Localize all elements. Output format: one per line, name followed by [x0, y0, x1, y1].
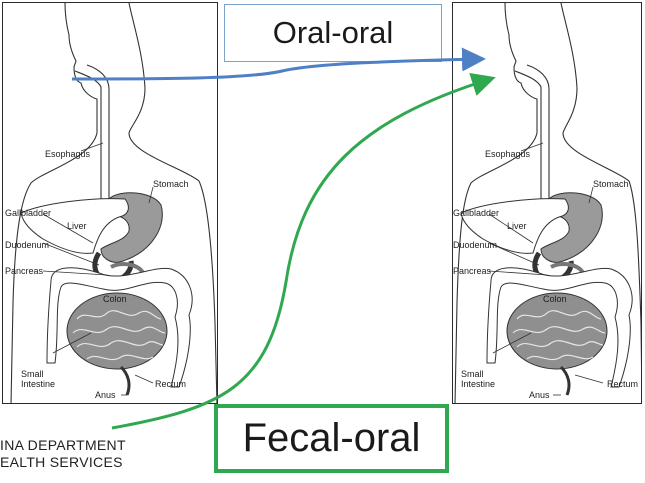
label-stomach: Stomach — [593, 179, 629, 189]
label-liver: Liver — [67, 221, 87, 231]
label-rectum: Rectum — [155, 379, 186, 389]
fecal-oral-label-box: Fecal-oral — [214, 404, 449, 473]
label-pancreas: Pancreas — [453, 266, 491, 276]
oral-oral-label: Oral-oral — [273, 15, 394, 51]
department-logo-text: INA DEPARTMENT EALTH SERVICES — [0, 437, 126, 471]
label-anus: Anus — [529, 390, 550, 400]
logo-line-2: EALTH SERVICES — [0, 454, 126, 471]
logo-line-1: INA DEPARTMENT — [0, 437, 126, 454]
label-stomach: Stomach — [153, 179, 189, 189]
digestive-system-drawing-right — [453, 3, 642, 404]
label-pancreas: Pancreas — [5, 266, 43, 276]
label-gallbladder: Gallbladder — [453, 208, 499, 218]
digestive-system-drawing-left — [3, 3, 218, 404]
label-liver: Liver — [507, 221, 527, 231]
label-duodenum: Duodenum — [453, 240, 497, 250]
label-colon: Colon — [103, 294, 127, 304]
label-colon: Colon — [543, 294, 567, 304]
digestive-system-diagram-left: Esophagus Stomach Gallbladder Liver Duod… — [2, 2, 218, 404]
digestive-system-diagram-right: Esophagus Stomach Gallbladder Liver Duod… — [452, 2, 642, 404]
label-gallbladder: Gallbladder — [5, 208, 51, 218]
label-esophagus: Esophagus — [45, 149, 90, 159]
label-anus: Anus — [95, 390, 116, 400]
label-duodenum: Duodenum — [5, 240, 49, 250]
oral-oral-label-box: Oral-oral — [224, 4, 442, 62]
label-small-intestine: Small Intestine — [461, 369, 505, 389]
label-rectum: Rectum — [607, 379, 638, 389]
label-esophagus: Esophagus — [485, 149, 530, 159]
fecal-oral-label: Fecal-oral — [243, 416, 421, 461]
label-small-intestine: Small Intestine — [21, 369, 65, 389]
